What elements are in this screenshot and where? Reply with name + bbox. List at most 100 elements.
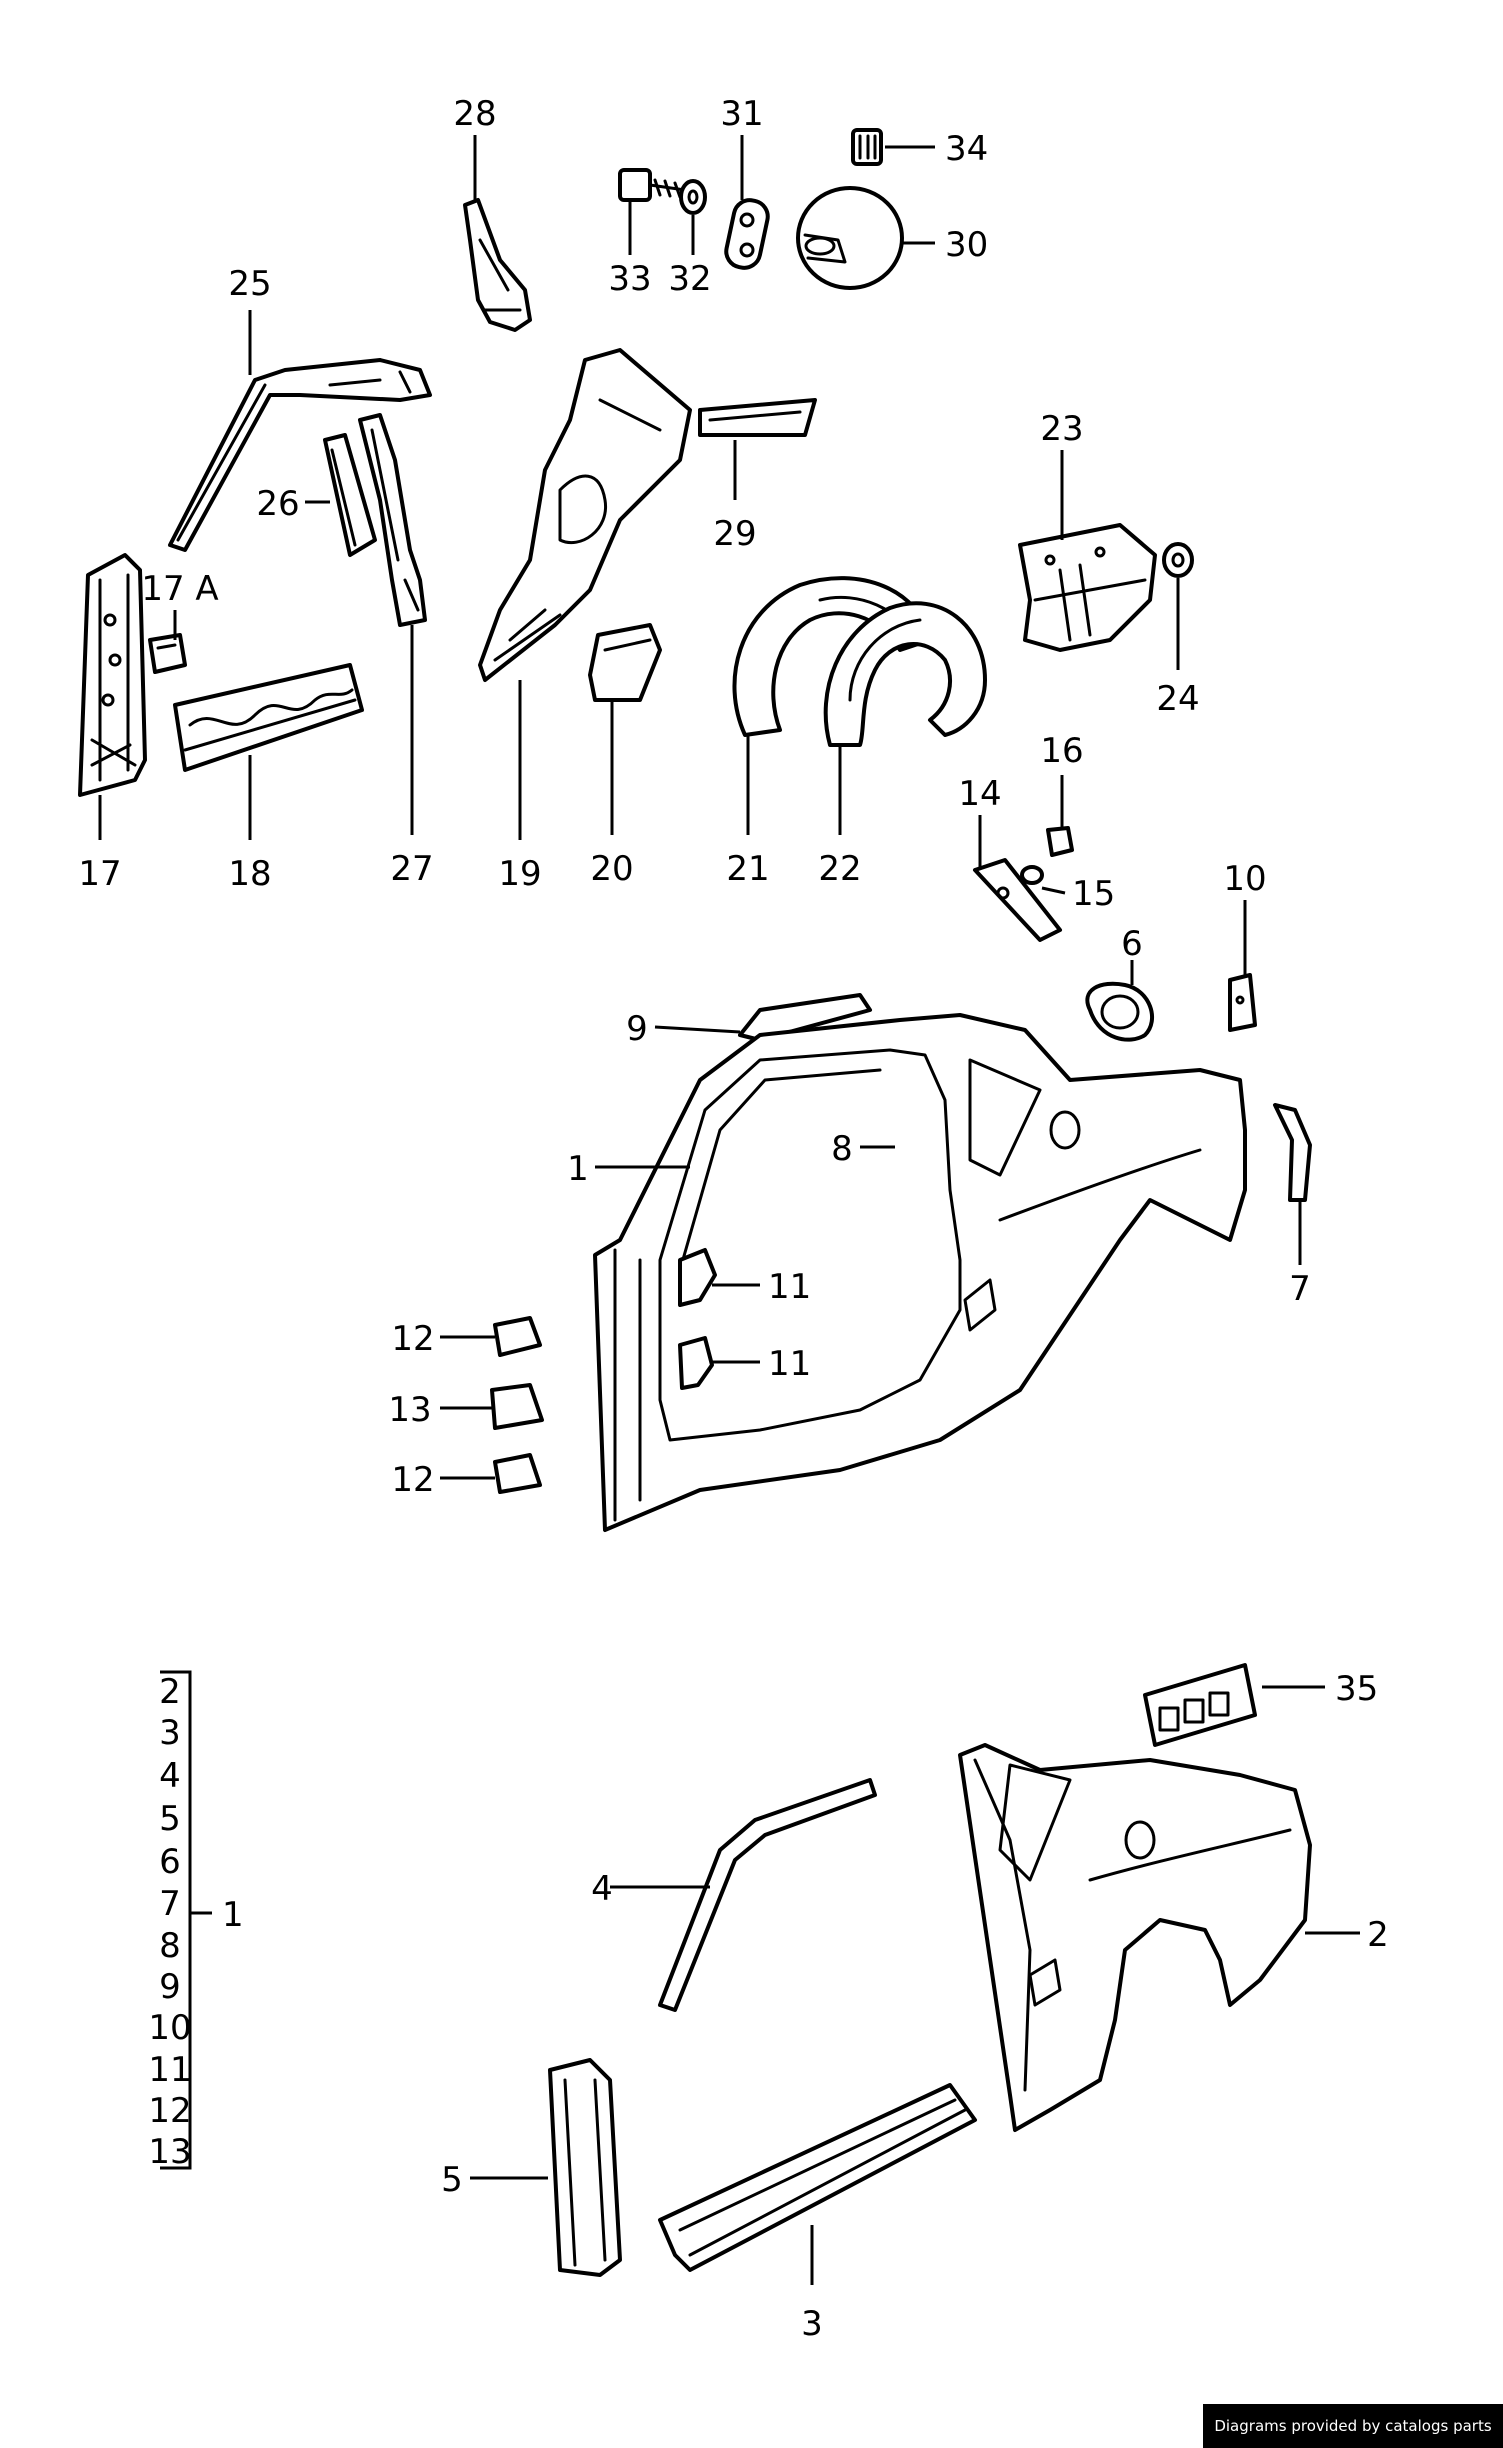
part-22: [823, 601, 987, 747]
svg-text:33: 33: [608, 259, 651, 299]
part-13: [490, 1383, 544, 1430]
part-33: [618, 168, 687, 202]
callout-7: 7: [1289, 1200, 1311, 1309]
callout-16: 16: [1040, 731, 1084, 830]
part-16: [1046, 826, 1074, 857]
callout-33: 33: [608, 200, 652, 299]
callout-11-upper: 11: [712, 1267, 811, 1307]
callout-5: 5: [441, 2160, 548, 2200]
part-7: [1273, 1103, 1312, 1202]
part-17a: [148, 633, 187, 674]
svg-text:7: 7: [1289, 1269, 1311, 1309]
callout-3: 3: [801, 2225, 823, 2344]
callout-32: 32: [668, 215, 712, 299]
svg-text:20: 20: [590, 849, 633, 889]
part-11-lower: [678, 1336, 714, 1390]
svg-text:8: 8: [159, 1926, 181, 1966]
callout-23: 23: [1040, 409, 1084, 540]
part-23: [1018, 523, 1157, 652]
callout-18: 18: [228, 755, 272, 894]
callout-17a: 17 A: [141, 569, 219, 640]
callout-21: 21: [726, 735, 770, 889]
part-12-lower: [493, 1453, 542, 1494]
svg-text:18: 18: [228, 854, 271, 894]
part-6: [1085, 981, 1155, 1042]
callout-20: 20: [590, 700, 634, 889]
callout-2: 2: [1305, 1915, 1389, 1955]
part-2: [958, 1743, 1312, 2132]
part-34: [851, 128, 883, 166]
part-19: [478, 348, 692, 682]
svg-text:10: 10: [1223, 859, 1266, 899]
part-12-upper: [493, 1316, 542, 1357]
svg-text:12: 12: [148, 2091, 191, 2131]
svg-text:35: 35: [1335, 1669, 1378, 1709]
svg-text:4: 4: [591, 1869, 613, 1909]
part-24: [1162, 542, 1194, 578]
callout-17: 17: [78, 795, 122, 894]
svg-text:23: 23: [1040, 409, 1083, 449]
callout-30: 30: [902, 225, 988, 265]
svg-text:16: 16: [1040, 731, 1083, 771]
callout-29: 29: [713, 440, 757, 554]
callout-9: 9: [626, 1009, 741, 1049]
svg-text:13: 13: [148, 2132, 191, 2172]
svg-text:24: 24: [1156, 679, 1199, 719]
svg-text:6: 6: [1121, 924, 1143, 964]
svg-text:11: 11: [768, 1344, 811, 1384]
svg-text:25: 25: [228, 264, 271, 304]
svg-text:2: 2: [159, 1672, 181, 1712]
part-32: [679, 179, 707, 215]
svg-text:32: 32: [668, 259, 711, 299]
svg-text:28: 28: [453, 94, 496, 134]
part-14: [973, 858, 1062, 942]
callout-4: 4: [591, 1869, 710, 1909]
part-26: [323, 433, 377, 557]
callout-35: 35: [1262, 1669, 1378, 1709]
svg-text:5: 5: [441, 2160, 463, 2200]
callout-22: 22: [818, 745, 862, 889]
svg-text:3: 3: [159, 1713, 181, 1753]
callout-14: 14: [958, 774, 1002, 870]
callout-31: 31: [720, 94, 764, 200]
part-3: [658, 2083, 977, 2272]
svg-text:29: 29: [713, 514, 756, 554]
svg-text:9: 9: [626, 1009, 648, 1049]
svg-text:34: 34: [945, 129, 988, 169]
svg-text:8: 8: [831, 1129, 853, 1169]
svg-text:14: 14: [958, 774, 1001, 814]
svg-text:12: 12: [391, 1460, 434, 1500]
group-list: 1 2 3 4 5 6 7 8 9 10 11 12 13: [148, 1670, 244, 2172]
svg-text:6: 6: [159, 1842, 181, 1882]
part-1: [593, 1013, 1247, 1532]
callout-8: 8: [831, 1129, 895, 1169]
svg-text:1: 1: [222, 1895, 244, 1935]
svg-text:11: 11: [148, 2050, 191, 2090]
callout-15: 15: [1041, 874, 1115, 914]
part-15: [1020, 865, 1044, 885]
callout-27: 27: [390, 625, 434, 889]
callout-19: 19: [498, 680, 542, 894]
part-18: [173, 663, 364, 772]
part-11-upper: [678, 1248, 717, 1307]
part-28: [463, 198, 532, 332]
svg-text:2: 2: [1367, 1915, 1389, 1955]
svg-text:13: 13: [388, 1390, 431, 1430]
part-35: [1143, 1663, 1257, 1747]
part-27: [358, 413, 427, 627]
callout-26: 26: [256, 484, 330, 524]
svg-text:31: 31: [720, 94, 763, 134]
callout-24: 24: [1156, 578, 1200, 719]
part-20: [588, 623, 662, 702]
callout-34: 34: [885, 129, 988, 169]
svg-text:9: 9: [159, 1967, 181, 2007]
callout-25: 25: [228, 264, 272, 375]
callout-6: 6: [1121, 924, 1143, 985]
callout-28: 28: [453, 94, 497, 200]
svg-text:22: 22: [818, 849, 861, 889]
svg-text:17: 17: [78, 854, 121, 894]
part-4: [658, 1778, 877, 2012]
callout-10: 10: [1223, 859, 1267, 975]
part-29: [698, 398, 817, 437]
